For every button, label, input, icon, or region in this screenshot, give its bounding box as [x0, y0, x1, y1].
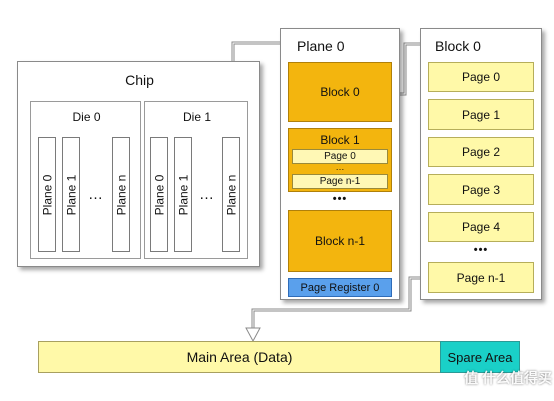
die-0: Die 0 Plane 0 Plane 1 … Plane n: [30, 101, 141, 259]
plane-block-0: Block 0: [288, 62, 392, 122]
block-1-page-0: Page 0: [292, 149, 388, 164]
die-plane-1: Plane 1: [174, 137, 192, 252]
die-title: Die 1: [182, 110, 211, 124]
main-area: Main Area (Data): [38, 341, 440, 373]
watermark: 值 什么值得买: [464, 370, 552, 386]
page-register: Page Register 0: [288, 278, 392, 297]
block-1-page-ellipsis: …: [335, 162, 345, 172]
die-title: Die 0: [72, 110, 101, 124]
plane-block-n: Block n-1: [288, 210, 392, 272]
plane-title: Plane 0: [297, 38, 345, 54]
block-page-2: Page 2: [428, 137, 534, 167]
chip-title: Chip: [125, 72, 154, 88]
die-plane-0: Plane 0: [38, 137, 56, 252]
die-plane-0: Plane 0: [150, 137, 168, 252]
die-plane-n: Plane n: [222, 137, 240, 252]
plane-block-1: Block 1 Page 0 … Page n-1: [288, 128, 392, 192]
plane-block-ellipsis: •••: [332, 193, 348, 205]
die-plane-ellipsis: …: [199, 186, 215, 203]
block-title: Block 0: [435, 38, 481, 54]
die-plane-1: Plane 1: [62, 137, 80, 252]
block-page-0: Page 0: [428, 62, 534, 92]
block-page-1: Page 1: [428, 99, 534, 130]
block-page-last: Page n-1: [428, 262, 534, 293]
block-page-4: Page 4: [428, 212, 534, 242]
die-1: Die 1 Plane 0 Plane 1 … Plane n: [144, 101, 248, 259]
die-plane-ellipsis: …: [88, 186, 104, 203]
spare-area: Spare Area: [440, 341, 520, 373]
block-page-3: Page 3: [428, 174, 534, 205]
block-page-ellipsis: •••: [473, 244, 489, 256]
block-1-title: Block 1: [320, 133, 360, 147]
die-plane-n: Plane n: [112, 137, 130, 252]
block-1-page-n: Page n-1: [292, 174, 388, 189]
